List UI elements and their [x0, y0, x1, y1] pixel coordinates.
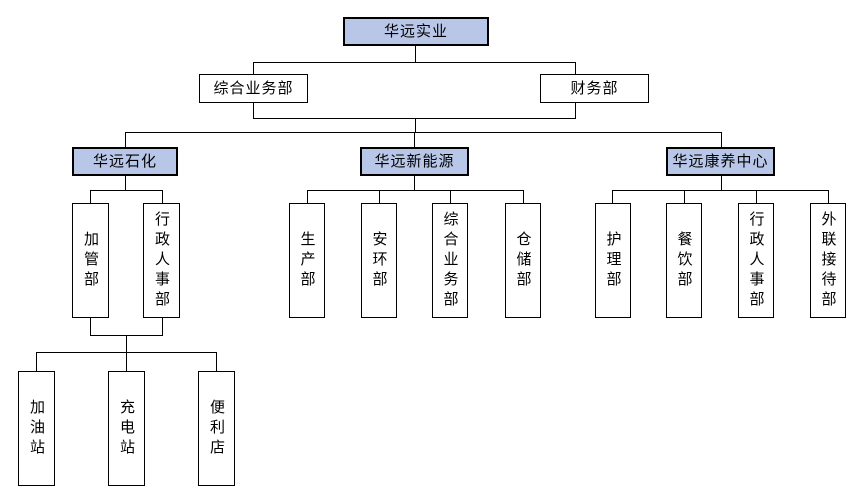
org-node-branch-care-center[interactable]: 华远康养中心	[666, 147, 775, 176]
connector	[575, 103, 576, 119]
org-node-branch-new-energy[interactable]: 华远新能源	[360, 147, 469, 176]
connector	[684, 190, 685, 203]
org-node-dept[interactable]: 餐饮部	[666, 203, 702, 318]
org-node-dept[interactable]: 加管部	[72, 203, 109, 318]
org-node-dept[interactable]: 护理部	[595, 203, 631, 318]
org-node-label: 充电站	[118, 398, 135, 459]
connector	[125, 132, 722, 133]
connector	[415, 118, 416, 133]
connector	[414, 132, 415, 147]
connector	[125, 132, 126, 147]
connector	[253, 62, 576, 63]
org-node-label: 便利店	[208, 398, 225, 459]
org-node-dept[interactable]: 综合业务部	[432, 203, 468, 318]
org-node-label: 华远石化	[92, 153, 157, 170]
connector	[307, 190, 524, 191]
connector	[415, 46, 416, 63]
connector	[90, 190, 91, 203]
org-node-label: 华远康养中心	[672, 153, 769, 170]
org-node-dept[interactable]: 安环部	[361, 203, 397, 318]
connector	[575, 62, 576, 74]
org-node-dept[interactable]: 生产部	[289, 203, 325, 318]
org-node-label: 综合业务部	[213, 80, 294, 97]
connector	[253, 103, 254, 119]
org-node-sub-unit[interactable]: 充电站	[108, 371, 145, 486]
org-node-label: 外联接待部	[819, 210, 837, 311]
org-node-label: 生产部	[298, 230, 316, 291]
connector	[162, 190, 163, 203]
connector	[90, 190, 163, 191]
connector	[90, 318, 91, 336]
connector	[450, 190, 451, 203]
connector	[307, 190, 308, 203]
org-node-label: 餐饮部	[675, 230, 693, 291]
connector	[379, 190, 380, 203]
connector	[253, 118, 576, 119]
org-node-label: 行政人事部	[747, 210, 765, 311]
org-node-label: 加油站	[28, 398, 45, 459]
org-node-dept[interactable]: 仓储部	[505, 203, 541, 318]
org-node-label: 安环部	[370, 230, 388, 291]
connector	[612, 190, 613, 203]
org-node-label: 仓储部	[514, 230, 532, 291]
connector	[414, 176, 415, 191]
connector	[828, 190, 829, 203]
org-node-dept[interactable]: 行政人事部	[143, 203, 180, 318]
org-node-label: 护理部	[604, 230, 622, 291]
connector	[126, 352, 127, 371]
connector	[253, 62, 254, 74]
connector	[721, 176, 722, 191]
connector	[216, 352, 217, 371]
connector	[36, 352, 37, 371]
connector	[612, 190, 829, 191]
org-node-root-label: 华远实业	[383, 23, 448, 40]
org-node-label: 综合业务部	[441, 210, 459, 311]
org-node-branch-petrochem[interactable]: 华远石化	[72, 147, 178, 176]
connector	[162, 318, 163, 336]
org-node-label: 行政人事部	[153, 210, 170, 311]
connector	[523, 190, 524, 203]
connector	[125, 176, 126, 191]
org-node-dept[interactable]: 行政人事部	[738, 203, 774, 318]
org-node-general-affairs[interactable]: 综合业务部	[199, 74, 308, 103]
org-node-dept[interactable]: 外联接待部	[810, 203, 846, 318]
org-node-label: 财务部	[570, 80, 619, 97]
org-node-sub-unit[interactable]: 便利店	[198, 371, 235, 486]
org-node-label: 加管部	[82, 230, 99, 291]
org-node-sub-unit[interactable]: 加油站	[18, 371, 55, 486]
org-node-finance[interactable]: 财务部	[540, 74, 649, 103]
org-node-root[interactable]: 华远实业	[343, 17, 489, 46]
org-node-label: 华远新能源	[374, 153, 455, 170]
connector	[126, 335, 127, 353]
connector	[721, 132, 722, 147]
connector	[756, 190, 757, 203]
